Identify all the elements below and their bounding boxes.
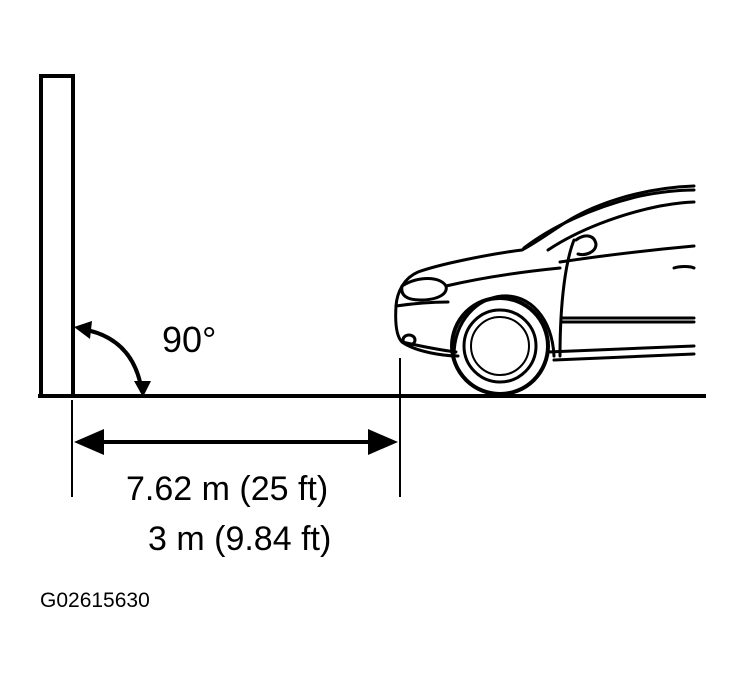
angle-label: 90° [162, 319, 217, 360]
figure-id: G02615630 [40, 589, 150, 612]
car-front-icon [394, 184, 696, 362]
front-wheel [450, 296, 550, 396]
distance-label-primary: 7.62 m (25 ft) [126, 470, 329, 508]
right-angle-arc-icon [74, 321, 151, 397]
distance-label-secondary: 3 m (9.84 ft) [148, 520, 332, 558]
double-arrow-icon [74, 429, 398, 455]
wall-board-icon [39, 74, 75, 398]
